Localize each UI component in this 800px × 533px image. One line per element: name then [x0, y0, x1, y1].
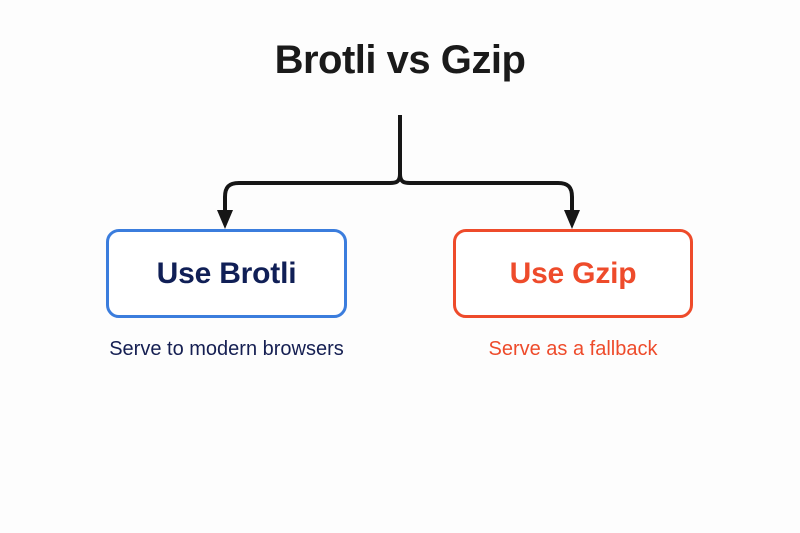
page-title: Brotli vs Gzip — [274, 38, 526, 82]
branch-box-gzip-label: Use Gzip — [509, 256, 637, 290]
branch-caption-brotli: Serve to modern browsers — [109, 338, 344, 360]
arrow-down-to-gzip — [564, 210, 580, 229]
branch-box-gzip[interactable]: Use Gzip — [453, 229, 693, 318]
branch-caption-gzip: Serve as a fallback — [488, 338, 658, 360]
connector-brace — [223, 173, 574, 212]
branch-box-brotli[interactable]: Use Brotli — [106, 229, 347, 318]
branch-box-brotli-label: Use Brotli — [156, 256, 297, 290]
arrow-down-to-brotli — [217, 210, 233, 229]
